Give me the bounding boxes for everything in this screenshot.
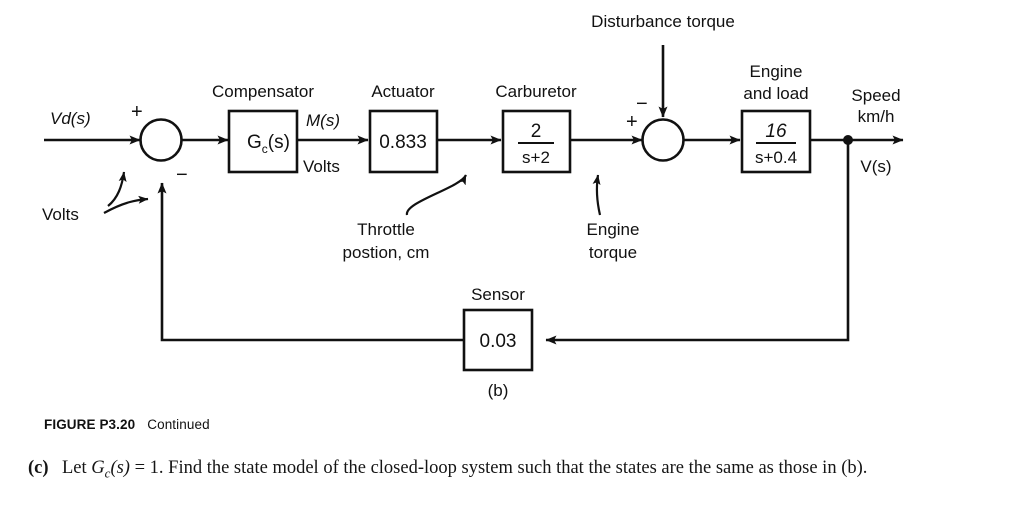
engine-torque-annotation-line1: Engine	[587, 220, 640, 239]
throttle-annotation-line2: postion, cm	[343, 243, 430, 262]
wire-sensor-to-sum1	[157, 182, 464, 342]
engine-torque-pointer-arrow	[592, 174, 602, 216]
compensator-title: Compensator	[212, 82, 314, 101]
engine-title-line1: Engine	[750, 62, 803, 81]
summing-junction-2: +	[626, 111, 685, 162]
forward-path-wires	[44, 45, 904, 145]
output-signal-label: V(s)	[860, 157, 891, 176]
problem-text-part1: Let	[62, 458, 92, 478]
engine-torque-annotation-line2: torque	[589, 243, 637, 262]
engine-denominator: s+0.4	[755, 148, 797, 167]
plus-sign-sum2: +	[626, 111, 638, 133]
figure-continued-label: Continued	[147, 417, 210, 432]
minus-sign-feedback: −	[176, 164, 188, 186]
engine-box	[740, 109, 812, 174]
carburetor-denominator: s+2	[522, 148, 550, 167]
figure-id-label: FIGURE P3.20	[44, 417, 136, 432]
compensator-block: Compensator Gc(s)	[212, 82, 314, 174]
compensator-output-signal-group: M(s) Volts	[303, 111, 340, 176]
volts-pointer-arrow-lower	[103, 195, 149, 214]
disturbance-torque-label: Disturbance torque	[591, 12, 735, 31]
sum-junction-2-circle	[641, 118, 685, 162]
problem-text-part2: = 1. Find the state model of the closed-…	[129, 458, 868, 478]
carburetor-block: Carburetor 2 s+2	[495, 82, 577, 174]
throttle-annotation: Throttle postion, cm	[343, 174, 467, 262]
problem-math-gc-sub: c	[104, 465, 111, 481]
actuator-block: Actuator 0.833	[368, 82, 439, 174]
engine-title-line2: and load	[743, 84, 808, 103]
plus-sign-input: +	[131, 101, 143, 123]
problem-math-gc: G	[91, 458, 105, 478]
input-signal-group: Vd(s) Volts	[42, 109, 149, 224]
feedback-path-wires	[157, 140, 850, 345]
output-signal-group: Speed km/h V(s)	[851, 86, 900, 176]
compensator-box	[227, 109, 299, 174]
actuator-value: 0.833	[379, 132, 427, 153]
throttle-annotation-line1: Throttle	[357, 220, 415, 239]
figure-caption-wrap: FIGURE P3.20 Continued	[44, 416, 984, 434]
output-label-line1: Speed	[851, 86, 900, 105]
sum-junction-circle	[139, 118, 183, 162]
engine-numerator: 16	[765, 121, 787, 142]
compensator-output-signal-label: M(s)	[306, 111, 340, 130]
disturbance-torque-group: Disturbance torque −	[591, 12, 735, 115]
sensor-value: 0.03	[480, 331, 517, 352]
summing-junction-1: + −	[131, 101, 188, 186]
output-label-line2: km/h	[858, 107, 895, 126]
carburetor-box	[501, 109, 572, 174]
problem-statement: (c) Let Gc(s) = 1. Find the state model …	[28, 456, 1003, 482]
minus-sign-disturbance: −	[636, 93, 648, 115]
sensor-block: Sensor 0.03 (b)	[462, 285, 534, 400]
compensator-output-units-label: Volts	[303, 157, 340, 176]
sub-caption: (b)	[488, 381, 509, 400]
sensor-box	[462, 308, 534, 372]
problem-math-gc-tail: (s)	[110, 458, 130, 478]
input-signal-label: Vd(s)	[50, 109, 91, 128]
engine-torque-annotation: Engine torque	[587, 174, 640, 262]
problem-text: Let Gc(s) = 1. Find the state model of t…	[62, 456, 1003, 482]
throttle-pointer-arrow	[405, 174, 467, 216]
block-diagram: + − Vd(s) Volts Compensator Gc(s) M(s) V…	[42, 12, 904, 400]
compensator-value: Gc(s)	[247, 132, 290, 156]
actuator-title: Actuator	[371, 82, 435, 101]
carburetor-numerator: 2	[531, 121, 542, 142]
sensor-title: Sensor	[471, 285, 525, 304]
wire-output-to-sensor	[545, 140, 850, 345]
volts-pointer-arrow-upper	[107, 171, 127, 207]
carburetor-title: Carburetor	[495, 82, 577, 101]
actuator-box	[368, 109, 439, 174]
input-units-label: Volts	[42, 205, 79, 224]
problem-label: (c)	[28, 458, 49, 478]
engine-block: Engine and load 16 s+0.4	[740, 62, 812, 174]
